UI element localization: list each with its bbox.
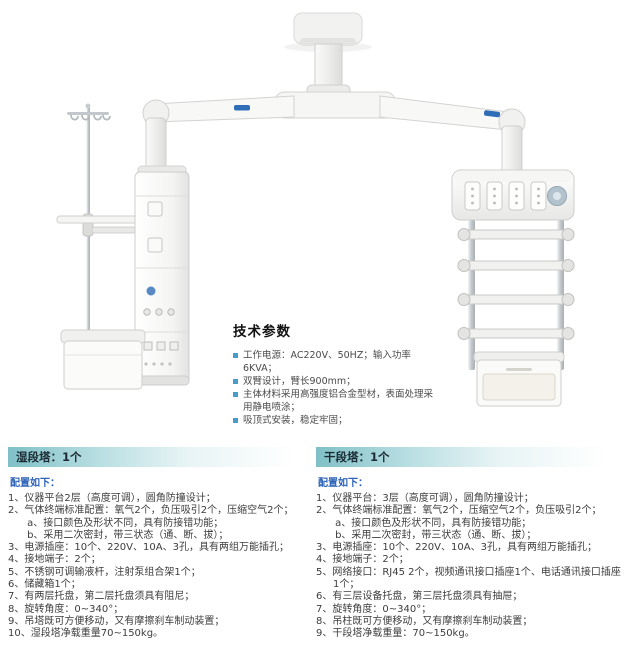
dry-config-list: 1、仪器平台：3层（高度可调），圆角防撞设计； 2、气体终端标准配置：氧气2个，… xyxy=(316,493,621,641)
brand-logo xyxy=(234,105,250,111)
left-arm xyxy=(142,95,295,175)
iv-hook-icon xyxy=(102,114,111,121)
config-line: 10、湿段塔净载重量70~150kg。 xyxy=(8,628,164,640)
tech-param-text: 主体材料采用高强度铝合金型材，表面处理采用静电喷涂； xyxy=(243,389,434,413)
iv-pole xyxy=(67,103,111,388)
config-line: 4、接地端子：2个； xyxy=(316,554,409,566)
tech-params-title: 技术参数 xyxy=(233,324,291,340)
product-image: 技术参数 工作电源：AC220V、50HZ；输入功率6KVA； 双臂设计，臂长9… xyxy=(56,12,575,427)
power-socket-icon xyxy=(169,341,179,351)
config-line: 2、气体终端标准配置：氧气2个，负压吸引2个，压缩空气2个； xyxy=(8,505,294,517)
gas-outlet-icon xyxy=(167,308,175,316)
config-line: b、采用二次密封，带三状态（通、断、拔）； xyxy=(8,529,229,541)
drawer-handle xyxy=(506,368,532,371)
shelf-bar xyxy=(457,293,575,306)
power-socket-icon xyxy=(156,341,166,351)
dry-tower-title: 干段塔：1个 xyxy=(324,450,390,464)
config-line: 9、干段塔净载重量：70~150kg。 xyxy=(316,628,475,640)
shelf-bar xyxy=(457,228,575,241)
storage-box xyxy=(60,329,146,390)
dry-tower-section: 干段塔：1个 配置如下： 1、仪器平台：3层（高度可调），圆角防撞设计； 2、气… xyxy=(316,447,621,641)
dry-tower-header: 干段塔：1个 xyxy=(316,447,621,467)
iv-hook-icon xyxy=(93,114,102,121)
config-line: 1、仪器平台2层（高度可调），圆角防撞设计； xyxy=(8,493,216,504)
tech-param-item: 主体材料采用高强度铝合金型材，表面处理采用静电喷涂； xyxy=(233,388,433,414)
tech-param-item: 工作电源：AC220V、50HZ；输入功率6KVA； xyxy=(233,349,433,375)
tech-params-list: 工作电源：AC220V、50HZ；输入功率6KVA； 双臂设计，臂长900mm；… xyxy=(233,349,433,427)
brand-dot-icon xyxy=(146,286,156,296)
config-line: 7、有两层托盘，第二层托盘须具有阻尼； xyxy=(8,591,195,603)
tech-param-text: 双臂设计，臂长900mm； xyxy=(243,376,356,387)
wet-tower-section: 湿段塔：1个 配置如下： 1、仪器平台2层（高度可调），圆角防撞设计； 2、气体… xyxy=(8,447,308,641)
config-line: 1、仪器平台：3层（高度可调），圆角防撞设计； xyxy=(316,493,534,504)
config-line: 5、不锈钢可调输液杆，注射泵组合架1个； xyxy=(8,566,201,578)
bullet-square-icon xyxy=(233,392,238,397)
config-line: a、接口颜色及形状不同，具有防接错功能； xyxy=(316,517,532,529)
iv-hook-icon xyxy=(70,114,79,121)
shelf-rack xyxy=(457,220,575,370)
panel-button xyxy=(147,237,163,253)
brand-logo xyxy=(483,110,501,118)
wet-tower-column xyxy=(134,165,190,386)
config-line: 2、气体终端标准配置：氧气2个，压缩空气2个，负压吸引2个； xyxy=(316,505,602,517)
power-socket-icon xyxy=(143,341,153,351)
pendant-illustration xyxy=(56,12,575,407)
wet-config-label: 配置如下： xyxy=(10,478,60,489)
config-line: b、采用二次密封，带三状态（通、断、拔）； xyxy=(316,529,537,541)
config-line: 8、吊柱既可方便移动，又有摩擦刹车制动装置； xyxy=(316,615,533,627)
config-line: 3、电源插座：10个、220V、10A、3孔，具有两组万能插孔； xyxy=(8,542,289,554)
config-line: 9、吊塔既可方便移动，又有摩擦刹车制动装置； xyxy=(8,615,225,627)
dry-tower-head xyxy=(451,169,575,221)
bullet-square-icon xyxy=(233,418,238,423)
config-line: 4、接地端子：2个； xyxy=(8,554,101,566)
wet-tower-header: 湿段塔：1个 xyxy=(8,447,308,467)
shelf-bar xyxy=(457,259,575,272)
config-line: 5、网络接口：RJ45 2个，视频通讯接口插座1个、电话通讯接口插座1个； xyxy=(316,566,621,591)
config-line: 3、电源插座：10个、220V、10A、3孔，具有两组万能插孔； xyxy=(316,542,597,554)
gas-outlet-icon xyxy=(143,308,151,316)
right-support-column xyxy=(501,125,523,177)
right-arm xyxy=(379,95,526,177)
bullet-square-icon xyxy=(233,353,238,358)
tech-param-item: 吸顶式安装，稳定牢固； xyxy=(233,414,433,427)
config-line: 6、有三层设备托盘，第三层托盘须具有抽屉； xyxy=(316,591,523,603)
tech-param-text: 吸顶式安装，稳定牢固； xyxy=(243,415,348,426)
tech-param-item: 双臂设计，臂长900mm； xyxy=(233,375,433,388)
drawer-front xyxy=(482,373,556,401)
drawer-box xyxy=(473,351,565,407)
panel-button xyxy=(147,201,163,217)
wet-tower-title: 湿段塔：1个 xyxy=(16,450,82,464)
drop-column xyxy=(306,43,351,99)
config-line: 6、储藏箱1个； xyxy=(8,579,81,591)
shelf-bar xyxy=(457,327,575,340)
iv-hook-icon xyxy=(81,114,90,121)
tech-params: 技术参数 工作电源：AC220V、50HZ；输入功率6KVA； 双臂设计，臂长9… xyxy=(233,320,433,427)
wet-config-list: 1、仪器平台2层（高度可调），圆角防撞设计； 2、气体终端标准配置：氧气2个，负… xyxy=(8,493,308,641)
instrument-tray xyxy=(56,213,140,237)
bullet-square-icon xyxy=(233,379,238,384)
config-line: 7、旋转角度：0~340°； xyxy=(316,603,432,615)
tech-param-text: 工作电源：AC220V、50HZ；输入功率6KVA； xyxy=(243,350,411,374)
gas-outlet-icon xyxy=(155,308,163,316)
dry-config-label: 配置如下： xyxy=(318,478,368,489)
config-line: 8、旋转角度：0~340°； xyxy=(8,603,124,615)
config-line: a、接口颜色及形状不同，具有防接错功能； xyxy=(8,517,224,529)
